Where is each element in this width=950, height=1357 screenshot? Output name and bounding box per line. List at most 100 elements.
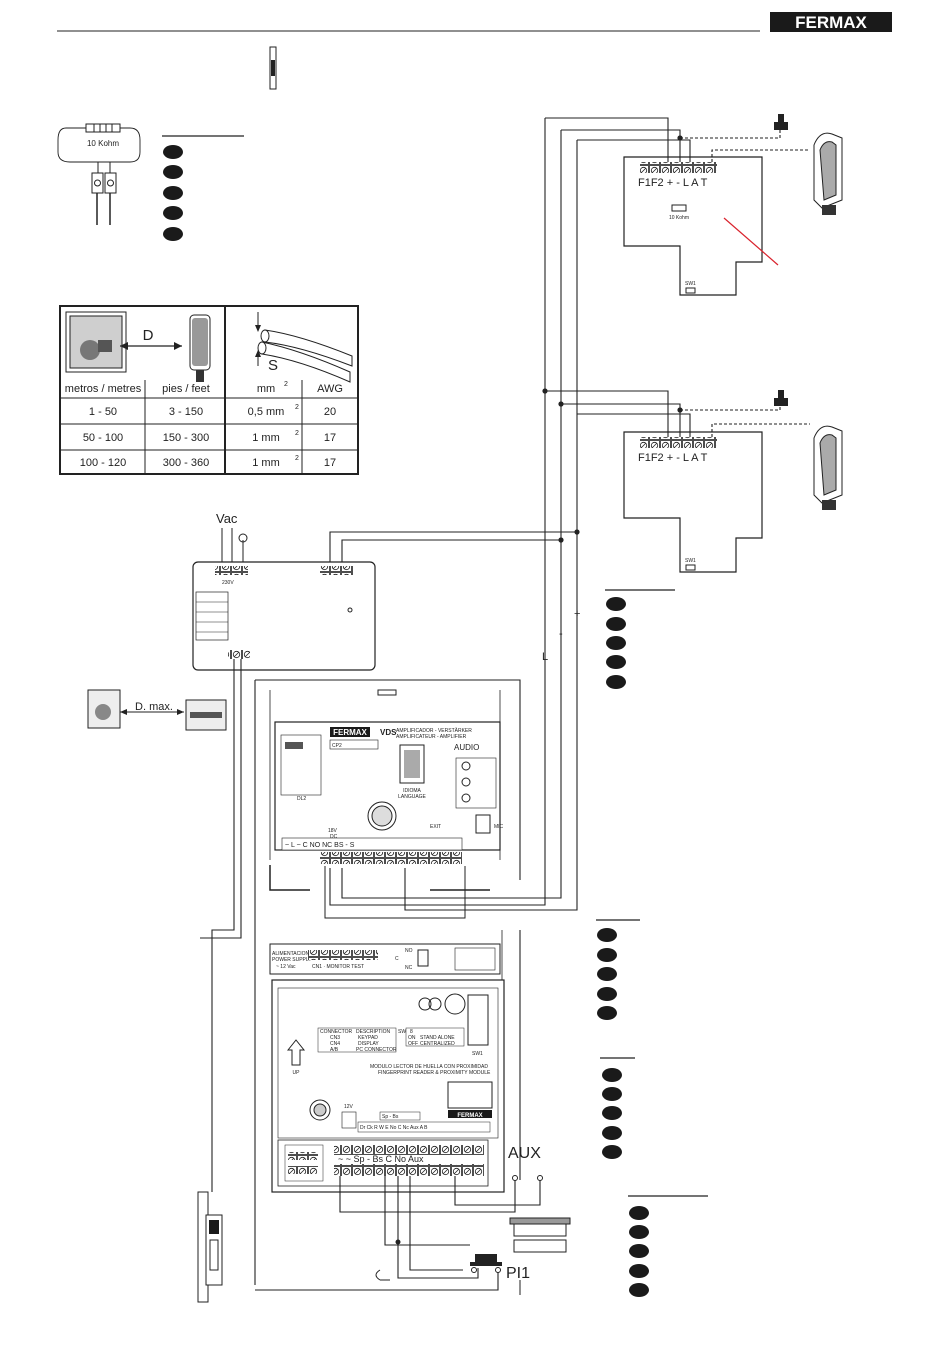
row1-feet: 3 - 150 (169, 406, 203, 418)
row2-mm: 1 mm (252, 432, 280, 444)
amp-model: VDS (380, 728, 397, 737)
reader-connector-table: CONNECTOR DESCRIPTION CN3 KEYPAD CN4 DIS… (317, 1027, 397, 1053)
reader-conn: CN1 · MONITOR TEST (312, 964, 364, 970)
row2-awg: 17 (324, 432, 336, 444)
row3-feet: 300 - 360 (163, 457, 209, 469)
legend-bullets-2 (606, 597, 626, 689)
small-door-icon (269, 46, 277, 90)
amp-audio: AUDIO (454, 743, 479, 752)
dmax-label: D. max. (135, 701, 173, 713)
handset-2-icon (813, 425, 843, 510)
electric-lock-icon (197, 1191, 223, 1303)
reader-up: UP (293, 1070, 301, 1076)
dmax-figure: D. max. (87, 689, 227, 731)
monitor2-sw: SW1 (685, 558, 696, 564)
reader-sw1: SW1 (472, 1051, 483, 1057)
header-feet: pies / feet (162, 383, 210, 395)
handset-illustration-icon (189, 314, 211, 382)
reader-supply1: ALIMENTACION (272, 951, 310, 957)
amp-language2: LANGUAGE (398, 794, 426, 800)
reader-nc: NC (405, 965, 413, 971)
amp-volt1: 18V (328, 828, 338, 834)
reader-c: C (395, 956, 399, 962)
amp-desc1: AMPLIFICADOR - VERSTÄRKER (396, 727, 472, 734)
wire-minus-label: - (559, 628, 563, 640)
doorbell-button-2-icon (774, 390, 788, 406)
door-lock-icon (509, 1217, 571, 1253)
bus-wires (329, 117, 810, 911)
reader-top-strip: ALIMENTACION POWER SUPPLY ~ 12 Vac CN1 ·… (269, 943, 501, 975)
resistor-figure: 10 Kohm (57, 123, 141, 225)
svg-text:A/B: A/B (330, 1047, 339, 1053)
reader-logo: FERMAX (457, 1113, 482, 1119)
amp-language1: IDIOMA (403, 788, 421, 794)
header-metres: metros / metres (65, 383, 142, 395)
row2-sup: 2 (295, 430, 299, 437)
svg-text:SW: SW (398, 1029, 406, 1035)
svg-text:OFF: OFF (408, 1041, 418, 1047)
svg-text:CN4: CN4 (330, 1041, 340, 1047)
row3-awg: 17 (324, 457, 336, 469)
amp-logo: FERMAX (333, 728, 367, 737)
legend-bullets-1 (163, 145, 183, 241)
reader-terminals: ~ ~ Sp - Bs C No Aux (338, 1154, 424, 1164)
up-arrow-icon (286, 1039, 306, 1066)
monitor1-terminal-labels: F1F2 + - L A T (638, 177, 708, 189)
reader-spbs-small: Sp - Bs (382, 1114, 399, 1120)
monitor2-terminal-labels: F1F2 + - L A T (638, 452, 708, 464)
svg-text:CENTRALIZED: CENTRALIZED (420, 1041, 455, 1047)
svg-text:CONNECTOR: CONNECTOR (320, 1029, 353, 1035)
reader-12v: 12V (344, 1104, 354, 1110)
svg-text:STAND ALONE: STAND ALONE (420, 1035, 455, 1041)
monitor-board-1: F1F2 + - L A T 10 Kohm SW1 (623, 156, 763, 296)
row3-sup: 2 (295, 455, 299, 462)
cable-section-icon (255, 312, 353, 383)
reader-module2: FINGERPRINT READER & PROXIMITY MODULE (378, 1070, 491, 1076)
amp-mic: MIC (494, 824, 504, 830)
junction-dots (542, 135, 683, 543)
amp-exit: EXIT (430, 824, 441, 830)
svg-text:ON: ON (408, 1035, 416, 1041)
row3-metres: 100 - 120 (80, 457, 126, 469)
distance-label: D (143, 327, 154, 344)
cable-table: D S metros / metres pies / feet mm 2 AWG… (59, 305, 359, 475)
header-awg: AWG (317, 383, 343, 395)
row3-mm: 1 mm (252, 457, 280, 469)
legend-bullets-4 (602, 1068, 622, 1159)
amp-dl2: DL2 (297, 796, 306, 802)
amplifier-board: FERMAX VDS AMPLIFICADOR - VERSTÄRKER AMP… (274, 721, 504, 864)
reader-supply3: ~ 12 Vac (276, 964, 296, 970)
amp-volt2: DC (330, 834, 338, 840)
reader-supply2: POWER SUPPLY (272, 957, 312, 963)
ps-output-wire-2 (200, 659, 242, 939)
amp-terminals: ~ L ~ C NO NC BS - S (285, 842, 355, 849)
panel-illustration-icon (65, 311, 127, 373)
monitor-board-2: F1F2 + - L A T SW1 (623, 431, 763, 573)
amp-cp2: CP2 (332, 743, 342, 749)
reader-board: SW1 CONNECTOR DESCRIPTION CN3 KEYPAD CN4… (271, 979, 505, 1193)
fermax-logo: FERMAX (770, 12, 892, 32)
reader-module1: MODULO LECTOR DE HUELLA CON PROXIMIDAD (370, 1064, 488, 1070)
power-supply: Vac 230V (192, 511, 376, 671)
section-label: S (268, 357, 278, 374)
doorbell-button-1-icon (774, 114, 788, 130)
row1-sup: 2 (295, 404, 299, 411)
reader-no: NO (405, 948, 413, 954)
reader-sw-table: SW 8 ON STAND ALONE OFF CENTRALIZED (398, 1027, 465, 1047)
amp-desc2: AMPLIFICATEUR - AMPLIFIER (396, 734, 467, 740)
reader-bottom-small: Dr Ck R W E No C Nc Aux A B (360, 1125, 428, 1131)
legend-bullets-5 (629, 1206, 649, 1297)
monitor1-sw: SW1 (685, 281, 696, 287)
svg-text:CN3: CN3 (330, 1035, 340, 1041)
monitor1-resistor-label: 10 Kohm (669, 215, 689, 221)
header-mm: mm (257, 383, 275, 395)
handset-1-icon (813, 132, 843, 215)
push-button-icon (470, 1254, 502, 1273)
svg-text:DESCRIPTION: DESCRIPTION (356, 1029, 391, 1035)
pi1-label: PI1 (506, 1265, 530, 1282)
row2-feet: 150 - 300 (163, 432, 209, 444)
ps-output-wire-1 (211, 659, 235, 1192)
row1-awg: 20 (324, 406, 336, 418)
row1-mm: 0,5 mm (248, 406, 285, 418)
